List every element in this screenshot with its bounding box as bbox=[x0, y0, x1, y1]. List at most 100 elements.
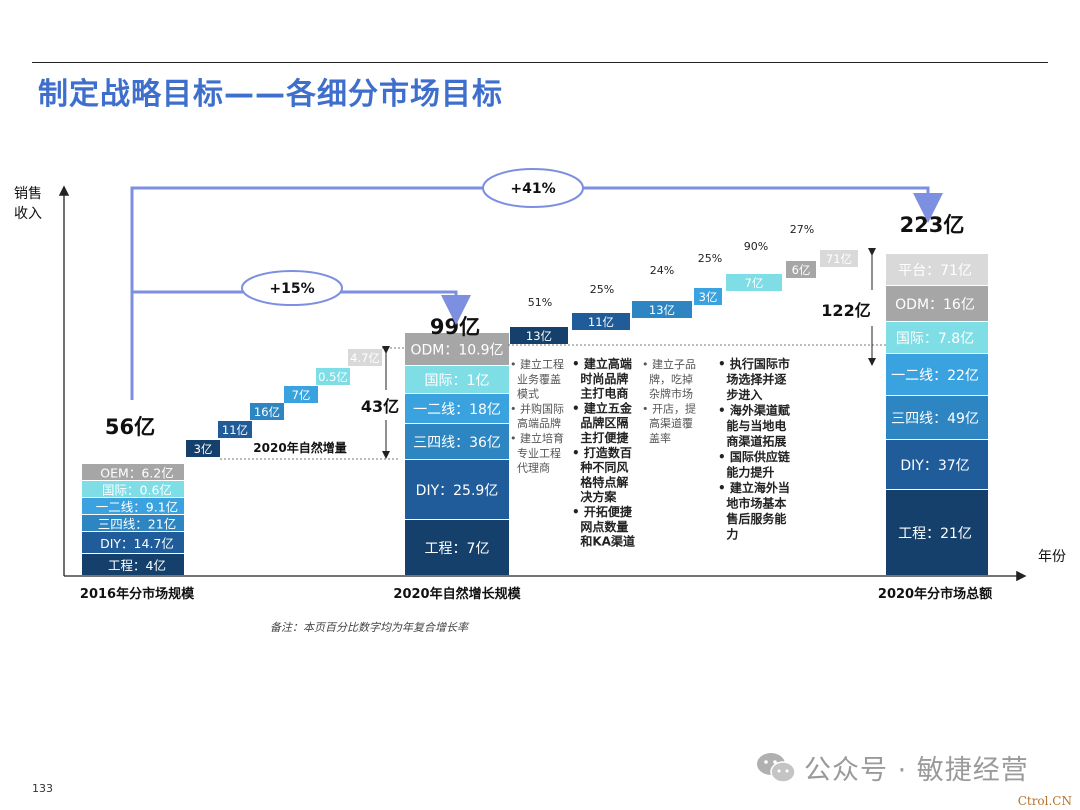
stack-1-segment-3 bbox=[405, 394, 509, 423]
target-step-label-6: 71亿 bbox=[826, 252, 852, 266]
strategy-col-2-line-2: 杂牌市场 bbox=[642, 387, 693, 401]
stack-1-segment-label-1: DIY：25.9亿 bbox=[416, 483, 499, 499]
stack-2-name: 2020年分市场总额 bbox=[878, 586, 992, 602]
stack-0-total: 56亿 bbox=[105, 415, 155, 439]
strategy-col-1-line-1: 时尚品牌 bbox=[572, 371, 628, 386]
strategy-col-1-line-6: • 打造数百 bbox=[572, 445, 632, 460]
stack-2-segment-label-2: 三四线：49亿 bbox=[891, 411, 979, 427]
target-step-5 bbox=[786, 261, 816, 278]
stack-2-segment-1 bbox=[886, 440, 988, 489]
stack-0-segment-4 bbox=[82, 481, 184, 497]
stack-0-segment-2 bbox=[82, 515, 184, 531]
target-step-cagr-4: 90% bbox=[744, 240, 768, 253]
stack-2-segment-0 bbox=[886, 490, 988, 575]
strategy-col-3-line-4: 能与当地电 bbox=[718, 418, 786, 433]
strategy-col-0-line-6: 专业工程 bbox=[510, 446, 561, 460]
stack-1-segment-5 bbox=[405, 333, 509, 365]
stack-2-segment-2 bbox=[886, 396, 988, 439]
natural-step-label-4: 0.5亿 bbox=[318, 370, 348, 384]
strategy-col-3-line-7: 能力提升 bbox=[718, 465, 774, 480]
strategy-col-0-line-2: 模式 bbox=[510, 388, 539, 401]
stack-2-segment-6 bbox=[886, 254, 988, 285]
strategy-col-1-line-7: 种不同风 bbox=[572, 460, 628, 475]
strategy-col-1-line-12: 和KA渠道 bbox=[572, 534, 635, 549]
stack-2-segment-label-1: DIY：37亿 bbox=[900, 458, 969, 474]
natural-growth-label: 2020年自然增量 bbox=[253, 440, 346, 455]
strategy-col-3-line-3: • 海外渠道赋 bbox=[718, 403, 790, 418]
natural-step-0 bbox=[186, 440, 220, 457]
strategy-col-3-line-0: • 执行国际市 bbox=[718, 356, 790, 371]
stack-1-segment-2 bbox=[405, 424, 509, 459]
stack-0-segment-3 bbox=[82, 498, 184, 514]
source-mark: Ctrol.CN bbox=[1017, 794, 1072, 808]
natural-step-label-5: 4.7亿 bbox=[350, 351, 380, 365]
strategy-col-1-line-4: 品牌区隔 bbox=[572, 415, 628, 430]
target-step-label-1: 11亿 bbox=[588, 315, 614, 329]
target-step-label-3: 3亿 bbox=[699, 290, 718, 304]
stack-1-total: 99亿 bbox=[430, 315, 480, 339]
strategy-col-2-line-3: • 开店，提 bbox=[642, 401, 696, 415]
natural-step-3 bbox=[284, 386, 318, 403]
strategy-col-1-line-5: 主打便捷 bbox=[572, 430, 629, 445]
target-step-cagr-3: 25% bbox=[698, 252, 722, 265]
growth-callout-1: +41% bbox=[510, 181, 555, 197]
strategy-col-1-line-2: 主打电商 bbox=[572, 386, 628, 401]
growth-callout-bubble-0 bbox=[241, 270, 343, 306]
strategy-col-2-line-4: 高渠道覆 bbox=[642, 416, 693, 430]
stack-1-name: 2020年自然增长规模 bbox=[393, 586, 521, 602]
stack-0-segment-0 bbox=[82, 554, 184, 575]
target-step-1 bbox=[572, 313, 630, 330]
target-step-cagr-1: 25% bbox=[590, 283, 614, 296]
target-step-0 bbox=[510, 327, 568, 344]
natural-growth-total: 43亿 bbox=[361, 397, 399, 416]
strategy-col-0-line-0: • 建立工程 bbox=[510, 357, 564, 371]
target-step-cagr-5: 27% bbox=[790, 223, 814, 236]
strategy-col-3-line-9: 地市场基本 bbox=[718, 496, 786, 511]
stack-0-segment-label-4: 国际：0.6亿 bbox=[102, 483, 172, 498]
strategy-col-3-line-8: • 建立海外当 bbox=[718, 480, 790, 495]
slide-title: 制定战略目标——各细分市场目标 bbox=[38, 77, 503, 112]
stack-2-segment-label-6: 平台：71亿 bbox=[898, 263, 972, 279]
strategy-col-3-line-6: • 国际供应链 bbox=[718, 449, 791, 464]
strategy-col-2-line-1: 牌，吃掉 bbox=[642, 372, 693, 386]
stack-1-segment-label-4: 国际：1亿 bbox=[425, 373, 490, 389]
strategy-col-0-line-1: 业务覆盖 bbox=[510, 372, 561, 386]
target-step-cagr-2: 24% bbox=[650, 264, 674, 277]
strategy-col-1-line-11: 网点数量 bbox=[572, 519, 628, 534]
strategy-col-3-line-1: 场选择并逐 bbox=[718, 372, 786, 387]
stack-1-segment-label-0: 工程：7亿 bbox=[425, 541, 490, 557]
strategy-col-3-line-11: 力 bbox=[718, 527, 738, 542]
stack-1-segment-1 bbox=[405, 460, 509, 519]
strategy-col-1-line-0: • 建立高端 bbox=[572, 356, 632, 371]
strategy-col-1-line-10: • 开拓便捷 bbox=[572, 504, 633, 519]
stack-0-segment-1 bbox=[82, 532, 184, 553]
natural-step-4 bbox=[316, 368, 350, 385]
stack-2-segment-label-3: 一二线：22亿 bbox=[891, 368, 979, 384]
stack-0-name: 2016年分市场规模 bbox=[80, 586, 195, 602]
growth-callout-0: +15% bbox=[269, 281, 314, 297]
wechat-watermark: 公众号 · 敏捷经营 bbox=[756, 748, 1029, 787]
natural-step-label-2: 16亿 bbox=[254, 405, 280, 419]
target-step-label-2: 13亿 bbox=[649, 303, 675, 317]
target-step-label-5: 6亿 bbox=[792, 263, 811, 277]
natural-step-label-1: 11亿 bbox=[222, 423, 248, 437]
stack-0-segment-label-3: 一二线：9.1亿 bbox=[96, 500, 178, 515]
strategy-col-3-line-5: 商渠道拓展 bbox=[718, 434, 786, 449]
stack-0-segment-5 bbox=[82, 464, 184, 480]
strategy-col-1-line-8: 格特点解 bbox=[572, 474, 628, 489]
y-axis-label-line-2: 收入 bbox=[14, 206, 42, 222]
natural-step-5 bbox=[348, 349, 382, 366]
target-step-2 bbox=[632, 301, 692, 318]
target-step-cagr-0: 51% bbox=[528, 296, 552, 309]
strategy-col-2-line-5: 盖率 bbox=[642, 431, 671, 445]
strategy-col-0-line-7: 代理商 bbox=[510, 461, 550, 475]
stack-2-segment-3 bbox=[886, 354, 988, 395]
stack-0-segment-label-2: 三四线：21亿 bbox=[98, 517, 176, 532]
stack-0-segment-label-1: DIY：14.7亿 bbox=[100, 536, 174, 551]
target-step-label-4: 7亿 bbox=[745, 276, 764, 290]
strategy-col-0-line-5: • 建立培育 bbox=[510, 431, 564, 445]
stack-1-segment-4 bbox=[405, 366, 509, 393]
y-axis-label-line-1: 销售 bbox=[14, 186, 42, 202]
stack-2-segment-label-5: ODM：16亿 bbox=[895, 297, 975, 313]
